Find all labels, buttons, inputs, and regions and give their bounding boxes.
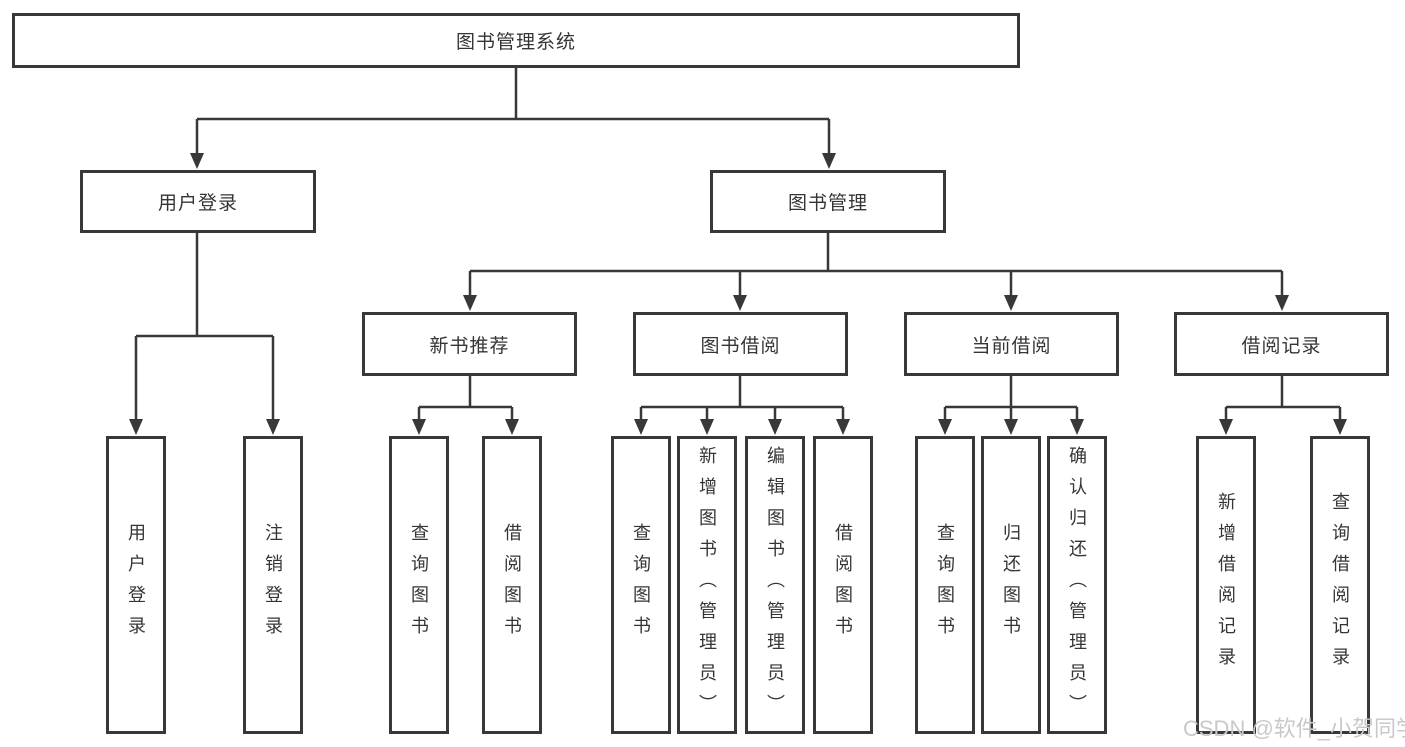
node-root: 图书管理系统: [12, 13, 1020, 68]
leaf-record-query: 查询借阅记录: [1310, 436, 1370, 734]
leaf-current-confirm-return-label: 确认归还（管理员）: [1067, 445, 1087, 725]
leaf-user-login: 用户登录: [106, 436, 166, 734]
node-borrow-record-label: 借阅记录: [1241, 335, 1322, 357]
node-book-borrow-label: 图书借阅: [700, 335, 781, 357]
leaf-logout-label: 注销登录: [263, 523, 283, 647]
node-new-book-recommend-label: 新书推荐: [429, 335, 510, 357]
leaf-borrow-add-books: 新增图书（管理员）: [677, 436, 737, 734]
leaf-record-add-label: 新增借阅记录: [1216, 492, 1236, 678]
node-current-borrow: 当前借阅: [904, 312, 1119, 376]
node-new-book-recommend: 新书推荐: [362, 312, 577, 376]
leaf-record-query-label: 查询借阅记录: [1330, 492, 1350, 678]
node-book-management: 图书管理: [710, 170, 946, 233]
node-user-login: 用户登录: [80, 170, 316, 233]
leaf-borrow-edit-books-label: 编辑图书（管理员）: [765, 445, 785, 725]
leaf-current-confirm-return: 确认归还（管理员）: [1047, 436, 1107, 734]
node-user-login-label: 用户登录: [157, 193, 238, 214]
leaf-current-query-books: 查询图书: [915, 436, 975, 734]
leaf-current-return-books-label: 归还图书: [1001, 523, 1021, 647]
node-root-label: 图书管理系统: [455, 32, 576, 53]
node-borrow-record: 借阅记录: [1174, 312, 1389, 376]
node-book-borrow: 图书借阅: [633, 312, 848, 376]
leaf-borrow-edit-books: 编辑图书（管理员）: [745, 436, 805, 734]
leaf-current-return-books: 归还图书: [981, 436, 1041, 734]
leaf-recommend-borrow-books: 借阅图书: [482, 436, 542, 734]
leaf-borrow-borrow-books: 借阅图书: [813, 436, 873, 734]
leaf-recommend-borrow-books-label: 借阅图书: [502, 523, 522, 647]
leaf-recommend-query-books: 查询图书: [389, 436, 449, 734]
leaf-current-query-books-label: 查询图书: [935, 523, 955, 647]
node-current-borrow-label: 当前借阅: [971, 335, 1052, 357]
leaf-user-login-label: 用户登录: [126, 523, 146, 647]
leaf-recommend-query-books-label: 查询图书: [409, 523, 429, 647]
leaf-logout: 注销登录: [243, 436, 303, 734]
watermark: CSDN @软件_小贺同学: [1183, 716, 1405, 741]
leaf-record-add: 新增借阅记录: [1196, 436, 1256, 734]
leaf-borrow-query-books: 查询图书: [611, 436, 671, 734]
leaf-borrow-query-books-label: 查询图书: [631, 523, 651, 647]
leaf-borrow-add-books-label: 新增图书（管理员）: [697, 445, 717, 725]
leaf-borrow-borrow-books-label: 借阅图书: [833, 523, 853, 647]
node-book-management-label: 图书管理: [787, 193, 868, 214]
